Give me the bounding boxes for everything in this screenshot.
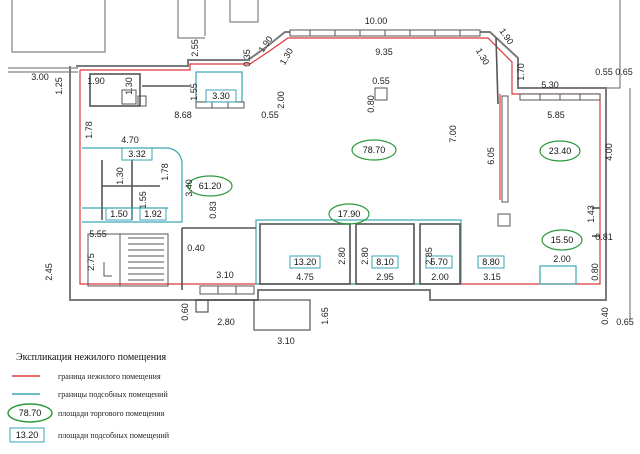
- legend-aux-sample: 13.20: [16, 430, 39, 440]
- dim-1-90c: 1.90: [87, 76, 105, 86]
- area-wc1: 1.50: [110, 209, 128, 219]
- legend-boundary-label: граница нежилого помещения: [58, 372, 161, 381]
- dim-1-30c: 1.30: [124, 77, 134, 95]
- annex: [195, 299, 311, 331]
- dim-1-43: 1.43: [586, 205, 596, 223]
- premises-boundary: [79, 37, 601, 285]
- legend-trade-label: площади торгового помещения: [58, 409, 165, 418]
- aux-area-labels: 13.20 8.10 5.70 8.80 3.30 3.32 1.50 1.92: [105, 89, 505, 269]
- staircase: [87, 233, 169, 287]
- dim-2-55: 2.55: [190, 39, 200, 57]
- dimension-labels: 10.00 9.35 3.00 1.90 8.68 0.55 0.55 5.30…: [31, 16, 634, 346]
- dim-2-75: 2.75: [86, 253, 96, 271]
- dim-1-30b: 1.30: [474, 46, 491, 66]
- dim-1-90b: 1.90: [497, 26, 515, 46]
- dim-0-40a: 0.40: [187, 243, 205, 253]
- dim-2-00b: 2.00: [431, 272, 449, 282]
- dim-2-80b: 2.80: [360, 247, 370, 265]
- dim-2-85: 2.85: [424, 247, 434, 265]
- trade-area-labels: 78.70 61.20 23.40 17.90 15.50: [187, 139, 583, 251]
- dim-2-00c: 2.00: [553, 254, 571, 264]
- area-main-hall: 78.70: [363, 145, 386, 155]
- dim-3-40: 3.40: [184, 179, 194, 197]
- dim-5-85: 5.85: [547, 110, 565, 120]
- dim-1-55: 1.55: [189, 83, 199, 101]
- dim-1-78a: 1.78: [84, 121, 94, 139]
- windows: [195, 29, 601, 295]
- dim-3-10b: 3.10: [277, 336, 295, 346]
- area-room-a: 13.20: [294, 257, 317, 267]
- dim-0-35: 0.35: [242, 49, 252, 67]
- dim-6-05: 6.05: [486, 147, 496, 165]
- dim-0-80b: 0.80: [590, 263, 600, 281]
- dim-1-55b: 1.55: [138, 191, 148, 209]
- area-room-c: 5.70: [430, 257, 448, 267]
- dim-0-55c: 0.55: [595, 67, 613, 77]
- area-room-d: 8.80: [482, 257, 500, 267]
- dim-7-00: 7.00: [448, 125, 458, 143]
- dim-5-30: 5.30: [541, 80, 559, 90]
- dim-0-65b: 0.65: [616, 317, 634, 327]
- dim-0-65a: 0.65: [615, 67, 633, 77]
- dim-0-80: 0.80: [366, 95, 376, 113]
- area-corridor: 17.90: [338, 209, 361, 219]
- legend-trade-swatch: [7, 403, 53, 423]
- legend-auxiliary-label: границы подсобных помещений: [58, 390, 168, 399]
- dim-1-30a: 1.30: [278, 46, 295, 66]
- dim-9-35: 9.35: [375, 47, 393, 57]
- area-room-b: 8.10: [376, 257, 394, 267]
- dim-3-00: 3.00: [31, 72, 49, 82]
- area-bottom-right: 15.50: [551, 235, 574, 245]
- area-right-room: 23.40: [549, 146, 572, 156]
- dim-1-30d: 1.30: [115, 167, 125, 185]
- dim-2-95: 2.95: [376, 272, 394, 282]
- legend-title: Экспликация нежилого помещения: [16, 352, 166, 363]
- dim-2-80c: 2.80: [217, 317, 235, 327]
- dim-5-55: 5.55: [89, 229, 107, 239]
- dim-1-78b: 1.78: [160, 163, 170, 181]
- dim-2-00a: 2.00: [276, 91, 286, 109]
- area-left-block: 61.20: [199, 181, 222, 191]
- dim-0-55b: 0.55: [261, 110, 279, 120]
- dimension-labels-vertical: 1.90 1.90 1.30 1.30 2.55 0.35 1.55 1.25 …: [44, 26, 614, 325]
- dim-8-68: 8.68: [174, 110, 192, 120]
- outer-walls: [69, 31, 607, 301]
- dim-3-10a: 3.10: [216, 270, 234, 280]
- area-stair-block: 3.32: [128, 149, 146, 159]
- dim-1-25: 1.25: [54, 77, 64, 95]
- legend-aux-label: площади подсобных помещений: [58, 431, 170, 440]
- dim-4-00: 4.00: [604, 143, 614, 161]
- dim-2-45: 2.45: [44, 263, 54, 281]
- area-wc2: 1.92: [144, 209, 162, 219]
- dim-2-80a: 2.80: [337, 247, 347, 265]
- area-upper-small: 3.30: [212, 91, 230, 101]
- internal-walls: [89, 37, 600, 290]
- dim-4-70: 4.70: [121, 135, 139, 145]
- legend-trade-sample: 78.70: [19, 408, 42, 418]
- fixtures: [121, 87, 511, 227]
- dim-0-60: 0.60: [180, 303, 190, 321]
- dim-1-65: 1.65: [320, 307, 330, 325]
- dim-0-83: 0.83: [208, 201, 218, 219]
- dim-0-55a: 0.55: [372, 76, 390, 86]
- dim-4-75: 4.75: [296, 272, 314, 282]
- dim-0-40b: 0.40: [600, 307, 610, 325]
- dim-10-00: 10.00: [365, 16, 388, 26]
- dim-1-70: 1.70: [516, 63, 526, 81]
- dim-0-81: 0.81: [595, 232, 613, 242]
- legend: Экспликация нежилого помещения граница н…: [7, 352, 170, 443]
- legend-aux-swatch: [9, 427, 45, 443]
- dim-1-90a: 1.90: [256, 34, 274, 54]
- dim-3-15: 3.15: [483, 272, 501, 282]
